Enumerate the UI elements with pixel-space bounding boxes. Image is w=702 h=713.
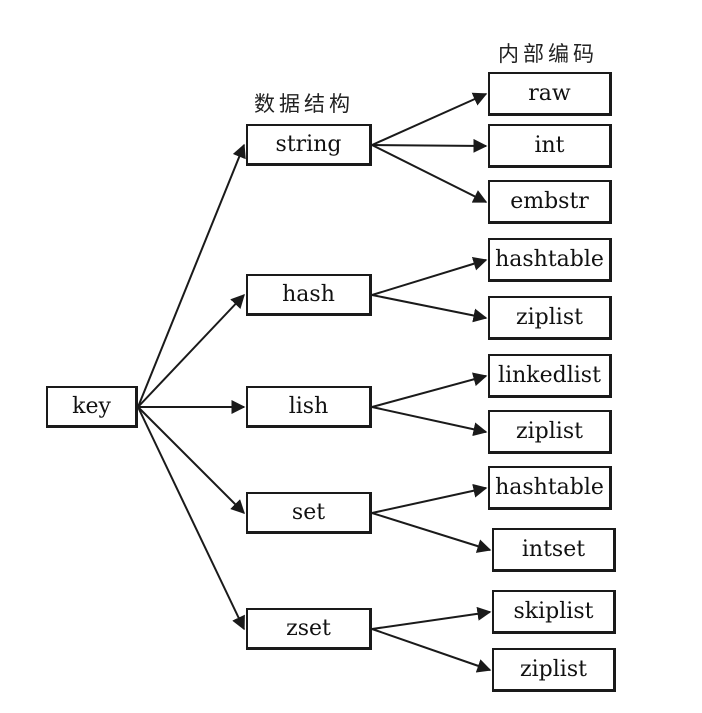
edge-key-to-set — [137, 406, 245, 514]
encoding-node-zset-skiplist: skiplist — [492, 590, 616, 634]
edge-lish-to-encoding-1 — [371, 406, 488, 437]
encoding-node-set-intset: intset — [492, 528, 616, 572]
encoding-node-lish-linkedlist: linkedlist — [488, 354, 612, 398]
edge-string-to-encoding-2 — [371, 144, 488, 203]
structure-node-string: string — [246, 124, 372, 166]
edge-key-to-zset — [137, 406, 245, 631]
encoding-node-string-int: int — [488, 124, 612, 168]
encoding-node-lish-ziplist: ziplist — [488, 410, 612, 454]
edge-zset-to-encoding-1 — [371, 628, 492, 673]
encoding-node-hash-hashtable: hashtable — [488, 238, 612, 282]
edge-hash-to-encoding-1 — [371, 294, 488, 323]
encoding-node-string-raw: raw — [488, 72, 612, 116]
heading-internal-encoding: 内部编码 — [498, 42, 598, 66]
structure-node-zset: zset — [246, 608, 372, 650]
encoding-node-hash-ziplist: ziplist — [488, 296, 612, 340]
edge-string-to-encoding-1 — [371, 138, 488, 153]
structure-node-hash: hash — [246, 274, 372, 316]
encoding-node-string-embstr: embstr — [488, 180, 612, 224]
encoding-node-zset-ziplist: ziplist — [492, 648, 616, 692]
encoding-node-set-hashtable: hashtable — [488, 466, 612, 510]
edge-string-to-encoding-0 — [371, 92, 488, 146]
key-node: key — [46, 386, 138, 428]
edge-hash-to-encoding-0 — [371, 257, 488, 296]
edge-key-to-hash — [137, 293, 245, 408]
edge-set-to-encoding-0 — [371, 483, 488, 514]
edge-key-to-string — [137, 143, 246, 408]
heading-data-structure: 数据结构 — [254, 92, 354, 116]
structure-node-lish: lish — [246, 386, 372, 428]
edge-zset-to-encoding-0 — [371, 606, 492, 630]
edge-lish-to-encoding-0 — [371, 372, 488, 408]
edge-set-to-encoding-1 — [371, 512, 492, 553]
structure-node-set: set — [246, 492, 372, 534]
